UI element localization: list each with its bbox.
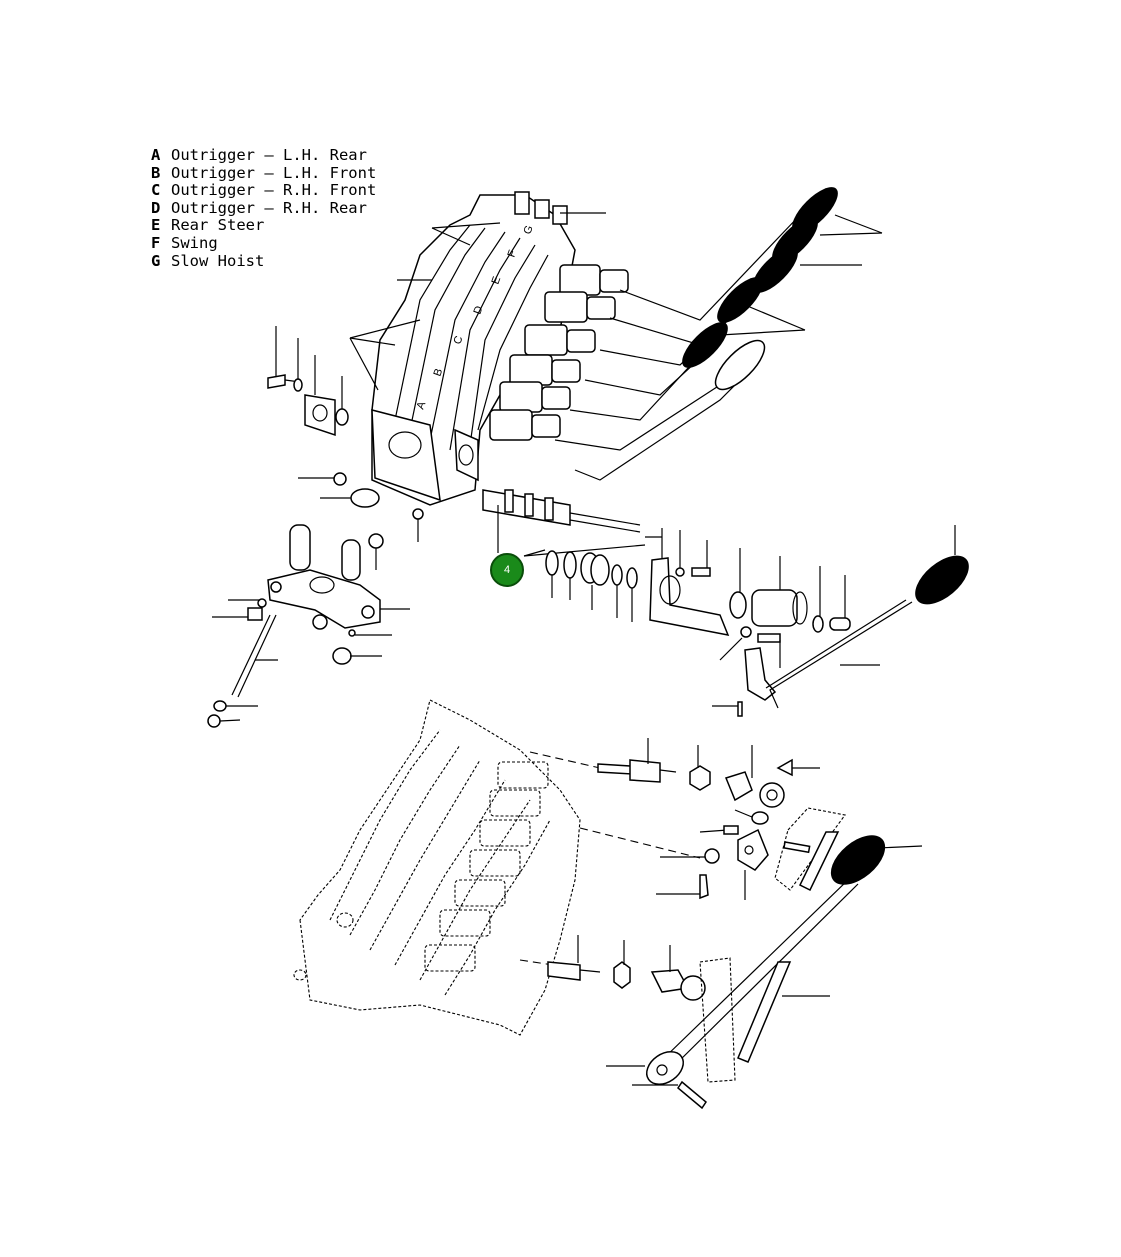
spool-assembly xyxy=(482,489,851,717)
legend-key: G xyxy=(151,251,161,270)
section-letter-f: F xyxy=(506,248,520,259)
legend-label: Rear Steer xyxy=(171,216,265,235)
part-callout-4[interactable]: 4 xyxy=(490,553,524,587)
legend-label: Outrigger – L.H. Rear xyxy=(171,146,367,164)
section-letter-b: B xyxy=(432,367,446,378)
legend-key: C xyxy=(151,181,161,200)
legend-label: Swing xyxy=(171,233,218,252)
control-lever-knobs-upper xyxy=(682,187,838,391)
valve-bank-upper xyxy=(371,191,801,506)
section-letter-e: E xyxy=(490,275,504,286)
legend-key: F xyxy=(151,233,161,252)
legend-key: B xyxy=(151,163,161,182)
callout-number: 4 xyxy=(503,564,511,576)
legend-item: F Swing xyxy=(151,233,376,253)
section-legend: A Outrigger – L.H. Rear B Outrigger – L.H.… xyxy=(151,146,377,271)
legend-label: Outrigger – L.H. Front xyxy=(171,163,377,182)
control-lever-middle xyxy=(765,525,969,709)
valve-bank-lower xyxy=(293,699,701,1036)
section-letter-c: C xyxy=(452,334,466,346)
leader-lines-upper xyxy=(349,212,883,391)
control-lever-lower xyxy=(606,835,923,1110)
legend-item: G Slow Hoist xyxy=(151,251,376,271)
legend-label: Outrigger – R.H. Front xyxy=(171,181,377,200)
legend-label: Outrigger – R.H. Rear xyxy=(171,198,367,217)
section-letter-a: A xyxy=(415,399,429,411)
legend-key: A xyxy=(151,146,161,164)
legend-item: B Outrigger – L.H. Front xyxy=(151,163,377,183)
legend-item: E Rear Steer xyxy=(151,217,376,235)
legend-item: D Outrigger – R.H. Rear xyxy=(151,198,376,218)
mounting-bracket xyxy=(207,524,410,728)
section-letter-d: D xyxy=(472,304,486,316)
section-letter-g: G xyxy=(522,224,536,236)
section-letter-labels: A B C D E F G xyxy=(415,224,536,411)
legend-item: A Outrigger – L.H. Rear xyxy=(151,146,376,165)
linkage-parts-lower xyxy=(547,738,846,1083)
legend-label: Slow Hoist xyxy=(171,251,265,270)
legend-key: D xyxy=(151,198,161,217)
legend-item: C Outrigger – R.H. Front xyxy=(151,181,377,200)
end-plate-hardware xyxy=(267,326,424,542)
legend-key: E xyxy=(151,216,161,235)
